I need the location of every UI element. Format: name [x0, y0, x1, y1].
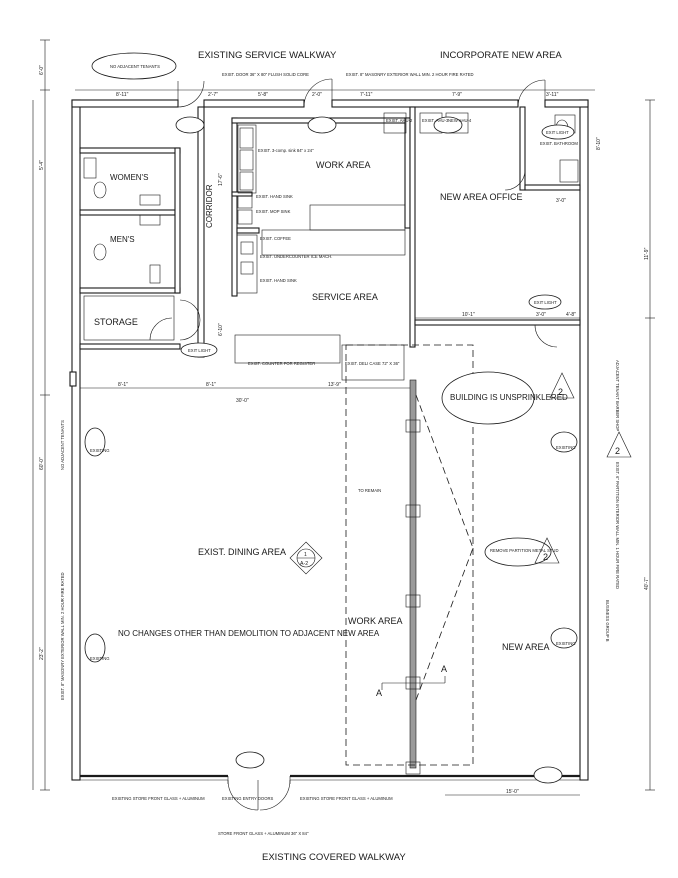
rear-doors: [149, 78, 558, 348]
dim-12: 30'-0": [236, 398, 249, 404]
existing-tag-1: EXISTING: [90, 448, 110, 453]
fixture-hand-sink2: EXIST. HAND SINK: [260, 278, 297, 283]
dim-9: 8'-1": [118, 382, 128, 388]
room-storage: STORAGE: [94, 317, 138, 327]
storefront-mid-note: EXISTING STORE FRONT GLASS + ALUMINUM: [300, 796, 393, 801]
dim-17: 6'-10": [218, 323, 224, 336]
fixture-deli: EXIST. DELI CASE 72" X 36": [345, 361, 400, 366]
no-changes-note: NO CHANGES OTHER THAN DEMOLITION TO ADJA…: [118, 629, 380, 638]
dim-15: 4'-8": [566, 312, 576, 318]
section-label-left: A: [376, 688, 382, 698]
fixture-ice-mach: EXIST. UNDERCOUNTER ICE MACH.: [260, 254, 332, 259]
section-cut: A A: [376, 664, 447, 698]
fixture-comp-sink: EXIST. 3-comp. sink 84" x 24": [258, 148, 314, 153]
entry-doors: [227, 776, 291, 811]
dim-23: 3'-0": [556, 198, 566, 204]
detail-number: 1: [304, 552, 307, 558]
dimension-labels: 8'-11" 2'-7" 5'-8" 2'-0" 7'-11" 7'-9" 3'…: [39, 65, 650, 795]
sprinkler-note: BUILDING IS UNSPRINKLERED: [450, 393, 568, 402]
dim-25: 5'-4": [39, 160, 45, 170]
existing-tag-2: EXISTING: [90, 656, 110, 661]
cloud-remove-partition: [484, 537, 552, 567]
dim-14: 3'-0": [536, 312, 546, 318]
dim-2: 2'-7": [208, 92, 218, 98]
exit-light-2: EXIT LIGHT: [534, 300, 557, 305]
kitchen-equipment: [234, 112, 469, 381]
dimension-lines: [32, 39, 655, 796]
business-group-note: BUSINESS GROUP B: [605, 600, 610, 642]
dim-24: 15'-0": [506, 789, 519, 795]
existing-tag-3: EXISTING: [556, 445, 576, 450]
dim-3: 5'-8": [258, 92, 268, 98]
incorporate-new-area-label: INCORPORATE NEW AREA: [440, 50, 562, 61]
dim-21: 11'-9": [644, 247, 650, 260]
dim-20: 40'-7": [644, 577, 650, 590]
masonry-left-note: EXIST. 8" MASONRY EXTERIOR WALL MIN. 2 H…: [60, 572, 65, 700]
storefront-bottom-note: STORE FRONT GLASS + ALUMINUM 36" X 84": [218, 831, 309, 836]
dim-22: 8'-10": [596, 137, 602, 150]
exit-light-1: EXIT LIGHT: [188, 348, 211, 353]
dim-5: 7'-11": [360, 92, 373, 98]
fixture-ahu4: NEW AHU-4: [448, 118, 472, 123]
adjacent-tenant-note: ADJACENT TENANT BARBER SHOP: [615, 360, 620, 431]
room-womens: WOMEN'S: [110, 173, 148, 182]
dim-1: 8'-11": [116, 92, 129, 98]
exit-light-3: EXIT LIGHT: [546, 130, 569, 135]
dim-7: 3'-11": [546, 92, 559, 98]
room-office: NEW AREA OFFICE: [440, 192, 523, 202]
dim-8: 6'-0": [39, 65, 45, 75]
cloud-no-adjacent-top: [91, 52, 177, 80]
exterior-walls: [69, 99, 589, 781]
dim-16: 17'-6": [218, 173, 224, 186]
partition-right-note: EXIST. 6" PARTITION INTERIOR WALL MIN. 1…: [615, 462, 620, 589]
masonry-top-note: EXIST. 8" MASONRY EXTERIOR WALL MIN. 2 H…: [346, 72, 474, 77]
revision-markers: 2 2 2: [534, 372, 632, 564]
fixture-ahu3: EXIST. AHU-3: [422, 118, 449, 123]
dim-13: 10'-1": [462, 312, 475, 318]
dim-19: 23'-2": [39, 647, 45, 660]
dim-6: 7'-9": [452, 92, 462, 98]
room-mens: MEN'S: [110, 235, 135, 244]
fixture-hand-sink: EXIST. HAND SINK: [256, 194, 293, 199]
dim-18: 60'-0": [39, 457, 45, 470]
dim-4: 2'-0": [312, 92, 322, 98]
no-adjacent-left-note: NO ADJACENT TENANTS: [60, 420, 65, 470]
demolition-partition: [345, 344, 474, 775]
fixture-coffee: EXIST. COFFEE: [260, 236, 291, 241]
remove-partition-note: REMOVE PARTITION METAL STUD: [490, 548, 558, 553]
rear-door-note: EXIST. DOOR 36" X 80" FLUSH SOLID CORE: [222, 72, 309, 77]
revision-3: 2: [543, 552, 548, 562]
dim-11: 13'-9": [328, 382, 341, 388]
fixture-mop-sink: EXIST. MOP SINK: [256, 209, 291, 214]
interior-walls: [79, 106, 581, 358]
exit-light-clouds: [84, 116, 578, 784]
top-walkway-label: EXISTING SERVICE WALKWAY: [198, 50, 337, 61]
revision-1: 2: [558, 387, 563, 397]
detail-sheet: A-2: [300, 561, 308, 567]
no-adjacent-top-note: NO ADJACENT TENANTS: [110, 64, 160, 69]
room-work-area-top: WORK AREA: [316, 160, 371, 170]
existing-tag-4: EXISTING: [556, 641, 576, 646]
fixture-counter: EXIST. COUNTER FOR REGISTER: [248, 361, 315, 366]
cloud-sprinkler: [441, 371, 535, 425]
room-bathroom: EXIST. BATHROOM: [540, 141, 578, 146]
entry-doors-note: EXISTING ENTRY DOORS: [222, 796, 273, 801]
room-dining: EXIST. DINING AREA: [198, 547, 286, 557]
room-new-area: NEW AREA: [502, 642, 550, 652]
section-label-right: A: [441, 664, 447, 674]
revision-2: 2: [615, 446, 620, 456]
detail-marker: 1 A-2: [289, 541, 323, 575]
fixture-ahu2: EXIST. AHU-2: [386, 118, 413, 123]
dim-10: 8'-1": [206, 382, 216, 388]
bottom-walkway-label: EXISTING COVERED WALKWAY: [262, 852, 406, 863]
room-corridor: CORRIDOR: [205, 184, 214, 228]
room-work-area-mid: WORK AREA: [348, 616, 403, 626]
room-service-area: SERVICE AREA: [312, 292, 378, 302]
storefront-left-note: EXISTING STORE FRONT GLASS + ALUMINUM: [112, 796, 205, 801]
to-remain-note: TO REMAIN: [358, 488, 381, 493]
